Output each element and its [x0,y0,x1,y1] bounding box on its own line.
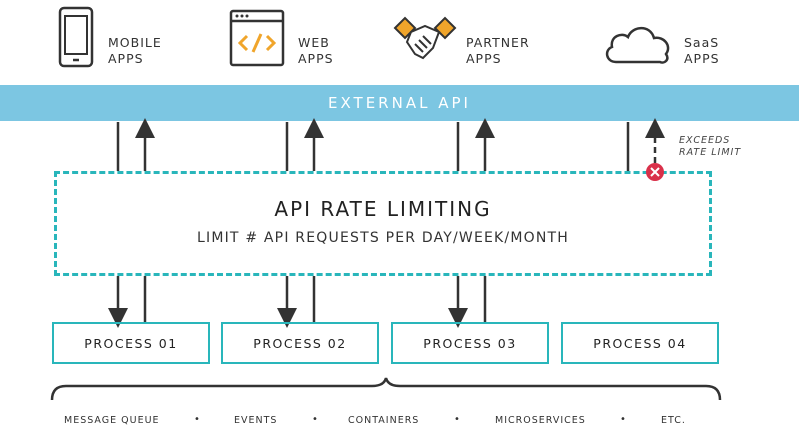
reject-x-icon [646,163,664,181]
footer-item-message-queue: MESSAGE QUEUE [64,415,160,426]
separator-dot: • [454,414,460,425]
handshake-icon [393,16,457,60]
external-api-banner: EXTERNAL API [0,85,799,121]
mobile-phone-icon [58,6,94,68]
external-api-label: EXTERNAL API [328,94,471,112]
process-box-04: PROCESS 04 [561,322,719,364]
separator-dot: • [620,414,626,425]
curly-brace [50,377,722,401]
process-box-02: PROCESS 02 [221,322,379,364]
code-window-icon [229,9,285,67]
cloud-icon [605,26,670,64]
rate-limiting-subtitle: LIMIT # API REQUESTS PER DAY/WEEK/MONTH [196,230,570,246]
rate-limiting-box [54,171,712,276]
process-box-03: PROCESS 03 [391,322,549,364]
process-box-01: PROCESS 01 [52,322,210,364]
separator-dot: • [194,414,200,425]
rate-limiting-title: API RATE LIMITING [274,197,492,221]
footer-item-containers: CONTAINERS [348,415,420,426]
footer-item-etc: ETC. [661,415,686,426]
separator-dot: • [312,414,318,425]
footer-item-events: EVENTS [234,415,278,426]
footer-item-microservices: MICROSERVICES [495,415,586,426]
